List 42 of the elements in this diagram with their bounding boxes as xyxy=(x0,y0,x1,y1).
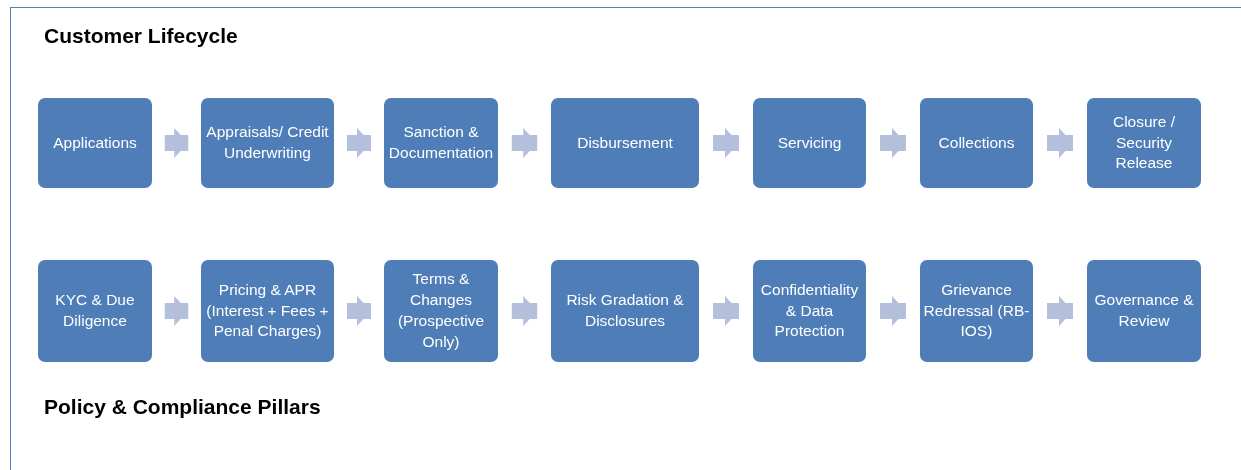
process-box xyxy=(384,98,498,188)
process-box xyxy=(551,260,699,362)
arrow xyxy=(347,296,371,326)
box-label: KYC & Due Diligence xyxy=(54,290,136,331)
box-label: Confidentiality & Data Protection xyxy=(759,279,860,342)
box-label: Terms & Changes (Prospective Only) xyxy=(396,269,486,352)
section-heading: Policy & Compliance Pillars xyxy=(44,395,321,419)
process-box xyxy=(920,98,1033,188)
box-label: Grievance Redressal (RB-IOS) xyxy=(923,279,1030,342)
box-label: Pricing & APR (Interest + Fees + Penal Charges) xyxy=(205,279,330,342)
process-box xyxy=(753,260,866,362)
arrow xyxy=(1047,296,1073,326)
arrow xyxy=(511,296,538,326)
arrow xyxy=(347,128,371,158)
arrow xyxy=(713,296,739,326)
process-box xyxy=(38,260,152,362)
arrow xyxy=(164,128,189,158)
box-label: Collections xyxy=(938,132,1015,153)
arrow xyxy=(880,296,906,326)
arrow xyxy=(713,128,739,158)
box-label: Applications xyxy=(53,132,137,153)
arrow xyxy=(511,128,538,158)
process-box xyxy=(384,260,498,362)
box-label: Governance & Review xyxy=(1093,290,1195,331)
process-box xyxy=(1087,98,1201,188)
arrow xyxy=(164,296,189,326)
process-box xyxy=(38,98,152,188)
arrow xyxy=(1047,128,1073,158)
box-label: Sanction & Documentation xyxy=(387,122,495,163)
process-box xyxy=(920,260,1033,362)
process-box xyxy=(551,98,699,188)
box-label: Closure / Security Release xyxy=(1112,111,1176,174)
box-label: Servicing xyxy=(777,132,842,153)
box-label: Risk Gradation & Disclosures xyxy=(565,290,685,331)
box-label: Disbursement xyxy=(577,132,673,153)
title: Customer Lifecycle xyxy=(44,24,238,48)
process-box xyxy=(753,98,866,188)
process-box xyxy=(201,98,334,188)
arrow xyxy=(880,128,906,158)
box-label: Appraisals/ Credit Underwriting xyxy=(205,122,330,163)
process-box xyxy=(1087,260,1201,362)
process-box xyxy=(201,260,334,362)
